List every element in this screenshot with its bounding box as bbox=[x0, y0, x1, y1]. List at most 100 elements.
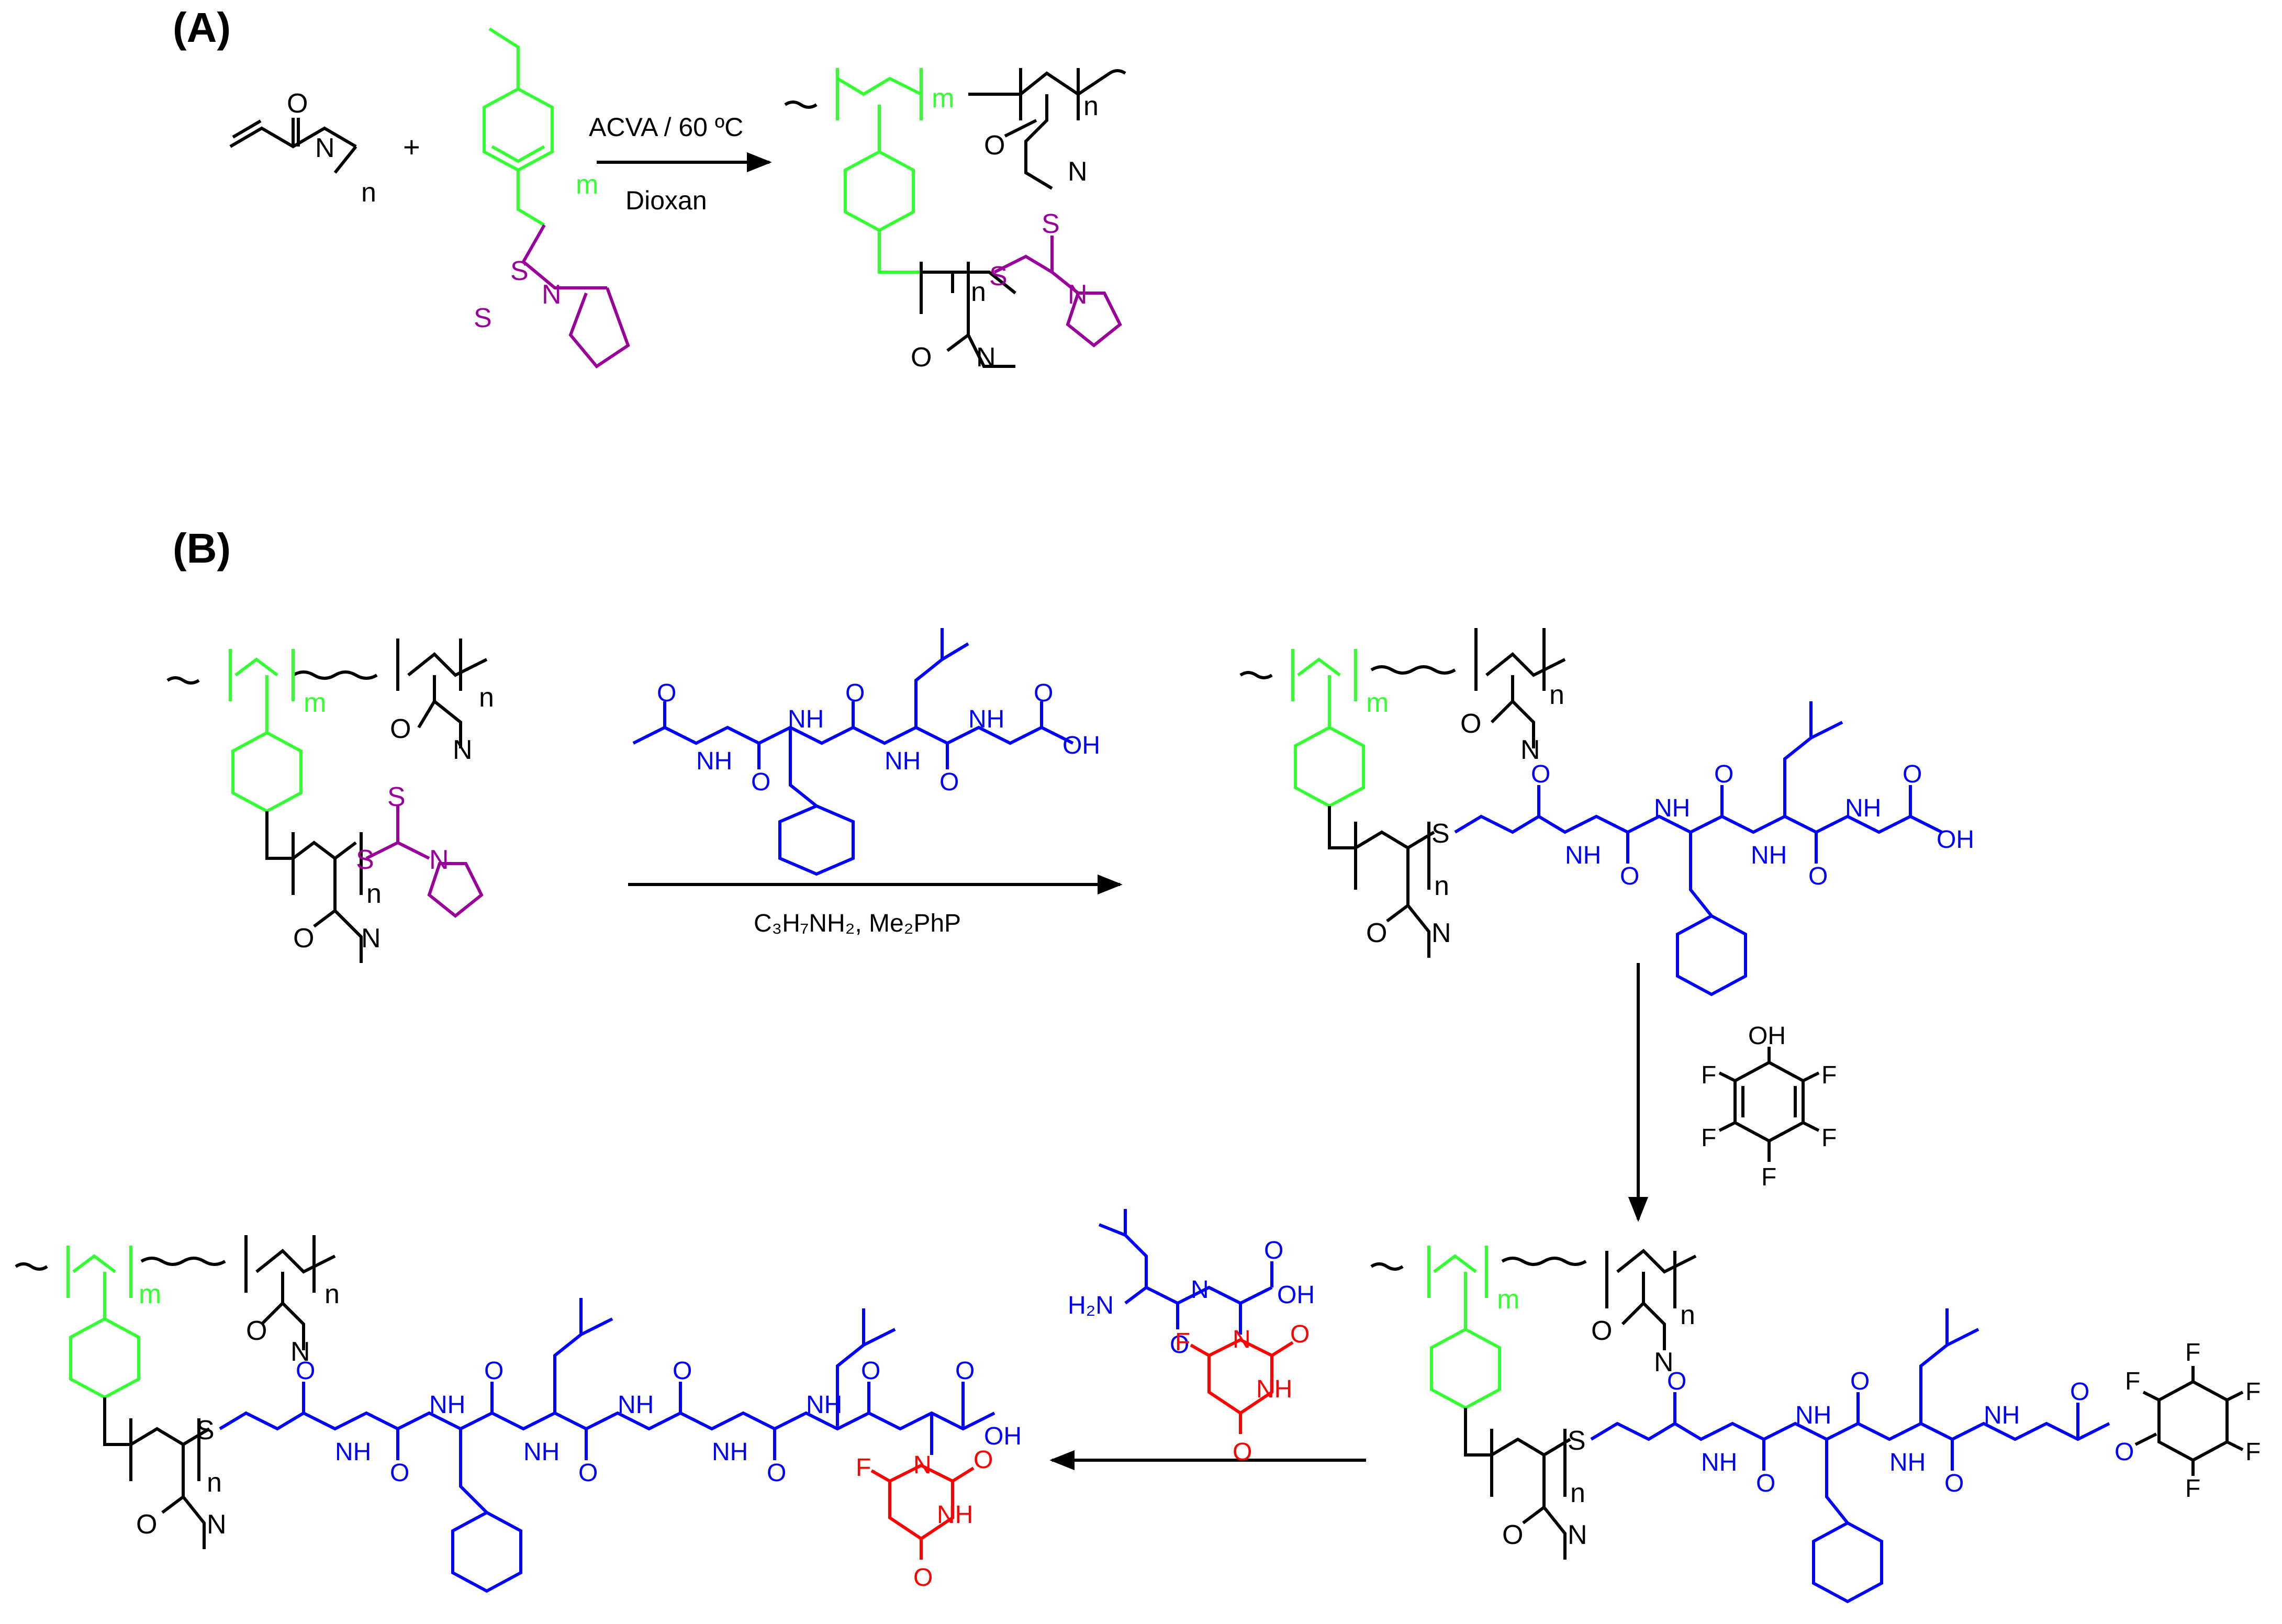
intermediate1-n-index1: n bbox=[1549, 680, 1564, 710]
final-m-index: m bbox=[139, 1279, 161, 1309]
intermediate2-o8: O bbox=[2115, 1438, 2134, 1466]
final-o2: O bbox=[136, 1509, 157, 1540]
intermediate2-o6: O bbox=[1944, 1470, 1964, 1497]
intermediate1-nh4: NH bbox=[1845, 794, 1881, 822]
leu-5fu-o1: O bbox=[1170, 1331, 1189, 1359]
intermediate2-n1: N bbox=[1654, 1347, 1674, 1377]
intermediate2-black bbox=[1370, 1248, 1697, 1350]
final-n1: N bbox=[290, 1337, 310, 1367]
reactant-b-o2: O bbox=[293, 923, 314, 954]
pfp-f5: F bbox=[1701, 1061, 1716, 1089]
intermediate1-m-index: m bbox=[1366, 688, 1389, 718]
peptide-reagent bbox=[632, 628, 1074, 876]
peptide-reagent-o4: O bbox=[939, 768, 959, 796]
dmaa-o: O bbox=[287, 88, 308, 119]
intermediate2-n-index1: n bbox=[1680, 1300, 1695, 1330]
intermediate2-lower bbox=[1464, 1408, 1571, 1560]
final-green bbox=[66, 1246, 140, 1399]
leu-5fu-h2n: H₂N bbox=[1068, 1292, 1114, 1319]
final-uracil bbox=[870, 1463, 975, 1560]
product-a-s2: S bbox=[1042, 209, 1060, 239]
panel-label-b: (B) bbox=[173, 525, 231, 572]
pfp-f3: F bbox=[1761, 1163, 1776, 1191]
product-a-n-index2: n bbox=[971, 277, 986, 307]
reaction-a-conditions-below: Dioxan bbox=[625, 186, 707, 215]
intermediate2-nh3: NH bbox=[1889, 1449, 1926, 1476]
intermediate1-peptide bbox=[1454, 701, 1943, 996]
leu-5fu-reagent bbox=[1098, 1209, 1273, 1335]
intermediate2-nh1: NH bbox=[1701, 1449, 1737, 1476]
product-a-backbone bbox=[784, 68, 1126, 190]
final-nh7: NH bbox=[937, 1501, 973, 1529]
peptide-reagent-nh2: NH bbox=[788, 705, 824, 733]
final-o6: O bbox=[578, 1459, 598, 1487]
reactant-b-dithio bbox=[365, 806, 484, 918]
final-o1: O bbox=[246, 1316, 267, 1346]
intermediate2-f3: F bbox=[2245, 1438, 2261, 1466]
intermediate2-f4: F bbox=[2185, 1475, 2200, 1503]
reactant-b-n2: N bbox=[361, 923, 381, 954]
intermediate2-o7: O bbox=[2070, 1378, 2089, 1406]
final-o8: O bbox=[767, 1459, 786, 1487]
peptide-reagent-nh3: NH bbox=[885, 747, 921, 775]
pfp-f4: F bbox=[1701, 1124, 1716, 1152]
final-n3: N bbox=[913, 1451, 932, 1479]
reactant-b-n1: N bbox=[453, 735, 473, 765]
product-a-o2: O bbox=[911, 342, 932, 373]
intermediate2-n-index2: n bbox=[1570, 1478, 1585, 1508]
final-nh2: NH bbox=[429, 1391, 465, 1419]
vinylbenzyl-m-index: m bbox=[576, 170, 598, 200]
intermediate1-o2: O bbox=[1366, 918, 1387, 948]
reactant-b-n3: N bbox=[429, 845, 449, 875]
intermediate2-f2: F bbox=[2245, 1378, 2261, 1406]
reaction-b1-conditions: C₃H₇NH₂, Me₂PhP bbox=[754, 910, 961, 937]
final-n2: N bbox=[207, 1509, 227, 1540]
intermediate1-n-index2: n bbox=[1434, 871, 1449, 901]
pentafluorophenol bbox=[1718, 1047, 1820, 1162]
reactant-b-green bbox=[229, 649, 303, 813]
intermediate1-nh2: NH bbox=[1654, 794, 1690, 822]
final-o7: O bbox=[673, 1357, 692, 1385]
final-o12: O bbox=[913, 1564, 933, 1592]
product-a-n-index1: n bbox=[1083, 91, 1099, 121]
peptide-reagent-oh: OH bbox=[1062, 732, 1100, 759]
product-a-m-index: m bbox=[932, 83, 954, 114]
dmaa-n: N bbox=[315, 133, 335, 163]
product-a-n2: N bbox=[976, 342, 996, 373]
dmaa-monomer bbox=[229, 118, 357, 174]
reactant-b-s2: S bbox=[387, 782, 406, 812]
intermediate1-o4: O bbox=[1620, 863, 1639, 890]
intermediate2-o5: O bbox=[1850, 1368, 1870, 1395]
pfp-oh: OH bbox=[1748, 1022, 1786, 1050]
vinylbenzyl-s2: S bbox=[474, 303, 492, 333]
intermediate1-o5: O bbox=[1714, 760, 1733, 788]
reactant-b-o1: O bbox=[390, 714, 411, 744]
product-a-green bbox=[836, 68, 923, 274]
final-nh5: NH bbox=[712, 1438, 748, 1466]
leu-5fu-o3: O bbox=[1290, 1320, 1310, 1348]
reactant-b-n-index2: n bbox=[366, 879, 382, 909]
intermediate2-o4: O bbox=[1756, 1470, 1775, 1497]
intermediate1-nh1: NH bbox=[1565, 842, 1601, 869]
intermediate2-pfp-ring bbox=[2134, 1366, 2244, 1476]
intermediate1-black bbox=[1239, 628, 1566, 748]
intermediate1-s: S bbox=[1431, 819, 1450, 849]
product-a-dithio bbox=[993, 236, 1122, 348]
vinylbenzyl-n: N bbox=[542, 279, 562, 310]
final-peptide bbox=[219, 1298, 995, 1593]
panel-label-a: (A) bbox=[173, 4, 231, 51]
intermediate2-o1: O bbox=[1591, 1316, 1612, 1346]
reaction-a-conditions-above: ACVA / 60 ºC bbox=[589, 113, 743, 142]
intermediate2-f1: F bbox=[2185, 1339, 2200, 1367]
vinylbenzyl-s1: S bbox=[510, 256, 529, 286]
final-o5: O bbox=[484, 1357, 504, 1385]
final-o4: O bbox=[390, 1459, 409, 1487]
intermediate2-green bbox=[1427, 1246, 1501, 1410]
final-black bbox=[15, 1235, 336, 1350]
peptide-reagent-o1: O bbox=[657, 679, 676, 707]
vinylbenzyl-monomer bbox=[483, 27, 554, 227]
product-a-s1: S bbox=[989, 261, 1008, 292]
final-f: F bbox=[856, 1454, 871, 1482]
reactant-b-m-index: m bbox=[304, 688, 326, 718]
intermediate2-nh4: NH bbox=[1984, 1402, 2020, 1429]
